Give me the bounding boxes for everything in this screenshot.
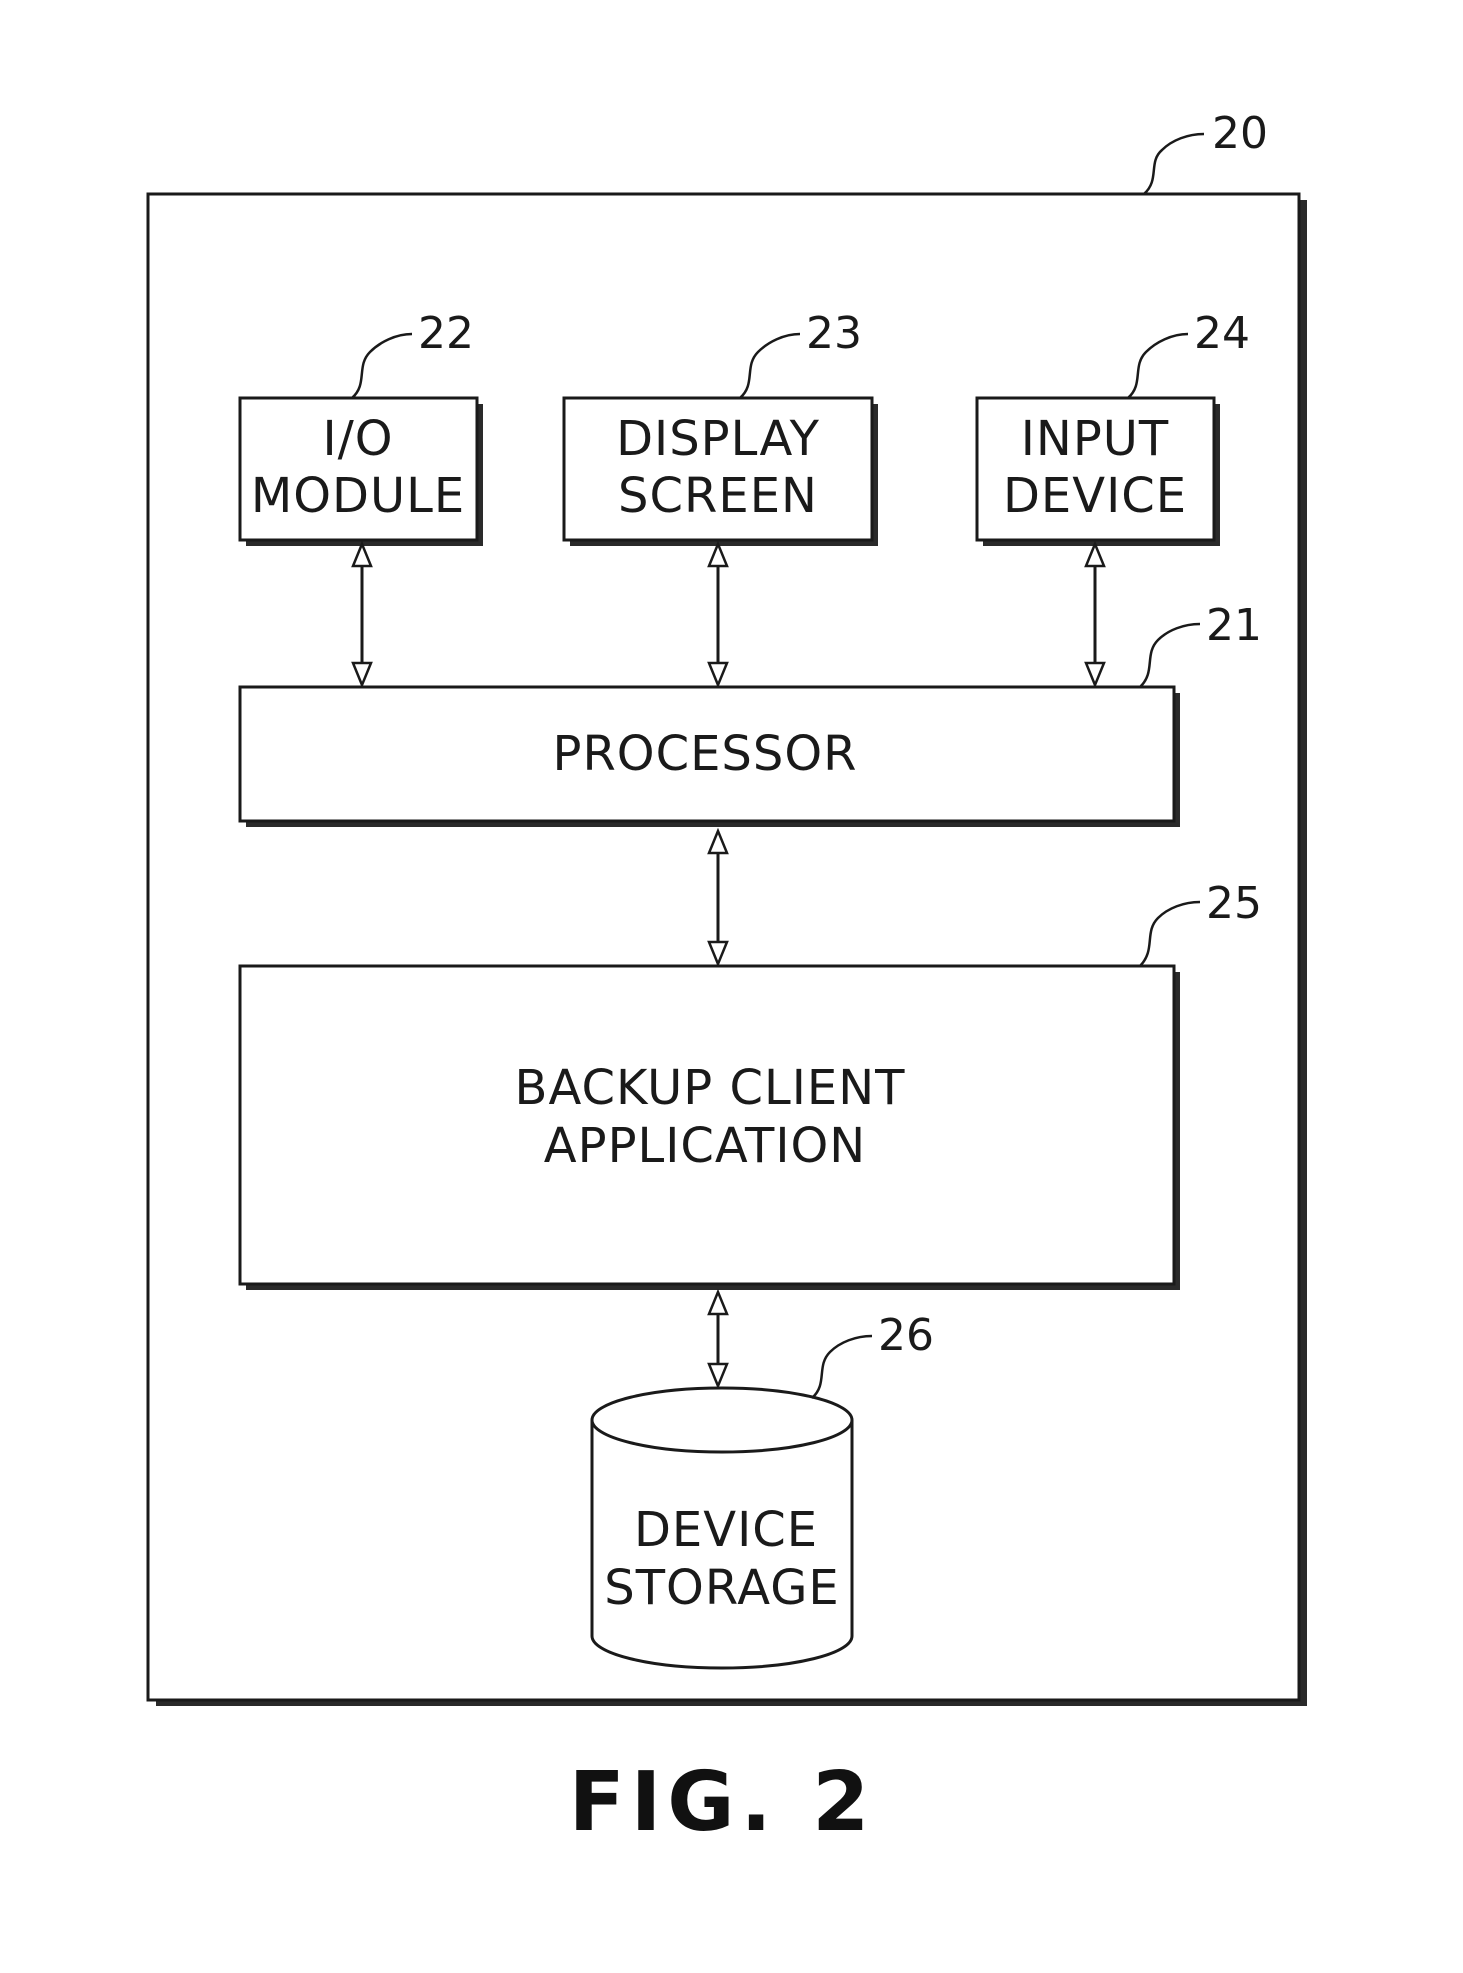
device-frame-ref: 20 bbox=[1212, 108, 1268, 159]
backup-client-box: BACKUP CLIENT APPLICATION bbox=[240, 966, 1180, 1290]
figure-caption: FIG. 2 bbox=[569, 1755, 876, 1850]
processor-box: PROCESSOR bbox=[240, 687, 1180, 827]
device-storage-ref: 26 bbox=[878, 1310, 934, 1361]
display-screen-ref: 23 bbox=[806, 308, 862, 359]
processor-label: PROCESSOR bbox=[553, 726, 858, 782]
io-module-box: I/O MODULE bbox=[240, 398, 483, 546]
input-device-label-line2: DEVICE bbox=[1003, 468, 1187, 524]
display-screen-label-line2: SCREEN bbox=[618, 468, 818, 524]
backup-client-ref: 25 bbox=[1206, 878, 1262, 929]
input-device-label-line1: INPUT bbox=[1021, 411, 1169, 467]
processor-ref: 21 bbox=[1206, 600, 1262, 651]
io-module-ref: 22 bbox=[418, 308, 474, 359]
backup-client-label-line2: APPLICATION bbox=[544, 1118, 866, 1174]
device-storage-label-line2: STORAGE bbox=[604, 1560, 840, 1616]
display-screen-box: DISPLAY SCREEN bbox=[564, 398, 878, 546]
io-module-label-line1: I/O bbox=[322, 411, 393, 467]
input-device-box: INPUT DEVICE bbox=[977, 398, 1220, 546]
io-module-label-line2: MODULE bbox=[251, 468, 465, 524]
input-device-ref: 24 bbox=[1194, 308, 1250, 359]
device-storage-label-line1: DEVICE bbox=[634, 1502, 818, 1558]
display-screen-label-line1: DISPLAY bbox=[616, 411, 820, 467]
device-frame-leader bbox=[1144, 134, 1204, 194]
device-storage-cylinder: DEVICE STORAGE bbox=[592, 1388, 852, 1668]
backup-client-label-line1: BACKUP CLIENT bbox=[515, 1060, 906, 1116]
